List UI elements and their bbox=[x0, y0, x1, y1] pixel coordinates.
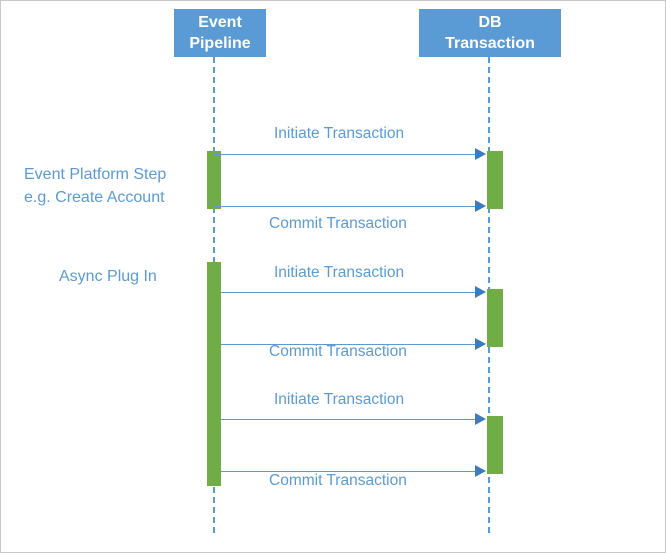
participant-event-pipeline-line1: Event bbox=[198, 14, 242, 31]
activation-db-transaction-2 bbox=[487, 289, 503, 347]
participant-event-pipeline[interactable]: Event Pipeline bbox=[174, 9, 266, 57]
side-label-event-platform-step: Event Platform Step e.g. Create Account bbox=[24, 163, 204, 209]
message-arrowhead-m2 bbox=[475, 200, 486, 212]
message-label-m2: Commit Transaction bbox=[269, 215, 407, 232]
message-arrowhead-m4 bbox=[475, 338, 486, 350]
message-arrowhead-m1 bbox=[475, 148, 486, 160]
message-label-m6: Commit Transaction bbox=[269, 472, 407, 489]
message-label-m5: Initiate Transaction bbox=[274, 391, 405, 408]
activation-db-transaction-3 bbox=[487, 416, 503, 474]
participant-event-pipeline-line2: Pipeline bbox=[189, 35, 251, 52]
message-arrowhead-m5 bbox=[475, 413, 486, 425]
message-label-m1: Initiate Transaction bbox=[274, 125, 405, 142]
participant-db-transaction-line1: DB bbox=[478, 14, 502, 31]
message-line-m3 bbox=[221, 292, 478, 293]
activation-event-pipeline-1 bbox=[207, 151, 221, 209]
side-label-async-plug-in: Async Plug In bbox=[59, 265, 209, 288]
message-label-m3: Initiate Transaction bbox=[274, 264, 405, 281]
message-arrowhead-m6 bbox=[475, 465, 486, 477]
side-label-async-plug-in-line1: Async Plug In bbox=[59, 268, 157, 285]
side-label-event-platform-step-line1: Event Platform Step bbox=[24, 166, 167, 183]
message-line-m5 bbox=[221, 419, 478, 420]
side-label-event-platform-step-line2: e.g. Create Account bbox=[24, 189, 165, 206]
participant-db-transaction-line2: Transaction bbox=[445, 35, 535, 52]
message-arrowhead-m3 bbox=[475, 286, 486, 298]
activation-event-pipeline-2 bbox=[207, 262, 221, 486]
message-line-m6 bbox=[221, 471, 478, 472]
message-line-m4 bbox=[221, 344, 478, 345]
message-label-m4: Commit Transaction bbox=[269, 343, 407, 360]
message-line-m1 bbox=[214, 154, 478, 155]
activation-db-transaction-1 bbox=[487, 151, 503, 209]
participant-db-transaction[interactable]: DB Transaction bbox=[419, 9, 561, 57]
message-line-m2 bbox=[214, 206, 478, 207]
